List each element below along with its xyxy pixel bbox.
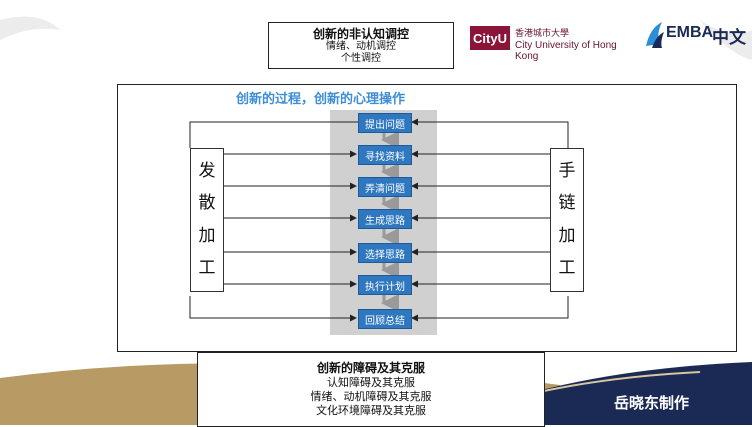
step-6: 执行计划	[358, 275, 412, 295]
left-top-connector	[189, 121, 358, 148]
emba-chinese: 中文	[712, 28, 746, 48]
top-box-title: 创新的非认知调控	[312, 26, 409, 41]
right-char-3: 加	[558, 225, 576, 246]
author-credit: 岳晓东制作	[614, 394, 690, 412]
cityu-chinese-name: 香港城市大學	[515, 29, 570, 39]
obstacles-box: 创新的障碍及其克服 认知障碍及其克服 情绪、动机障碍及其克服 文化环境障碍及其克…	[197, 352, 545, 427]
step-7: 回顾总结	[358, 309, 412, 329]
cityu-english-name: City University of Hong Kong	[515, 40, 617, 62]
top-concept-box: 创新的非认知调控 情绪、动机调控 个性调控	[268, 22, 454, 69]
bottom-box-title: 创新的障碍及其克服	[316, 361, 425, 375]
step-2: 寻找资料	[358, 145, 412, 165]
right-bottom-arrow	[411, 296, 569, 322]
bottom-box-line1: 认知障碍及其克服	[327, 376, 415, 389]
left-char-3: 加	[198, 225, 216, 246]
step-5: 选择思路	[358, 243, 412, 263]
top-box-line2: 个性调控	[341, 52, 381, 64]
divergent-processing-box: 发 散 加 工	[190, 148, 224, 292]
right-top-arrow	[411, 118, 569, 148]
bottom-box-line3: 文化环境障碍及其克服	[316, 404, 426, 417]
left-char-1: 发	[198, 160, 216, 181]
chain-processing-box: 手 链 加 工	[550, 148, 584, 292]
top-box-line1: 情绪、动机调控	[326, 40, 396, 52]
right-char-4: 工	[558, 258, 576, 279]
left-bottom-arrow	[189, 296, 357, 322]
right-char-2: 链	[558, 193, 576, 214]
cityu-logo: CityU 香港城市大學 City University of Hong Kon…	[470, 18, 630, 62]
swoosh-top-left	[0, 16, 60, 40]
right-char-1: 手	[558, 160, 576, 181]
emba-text: EMBA	[666, 24, 714, 41]
left-char-2: 散	[198, 193, 216, 214]
left-char-4: 工	[198, 258, 216, 279]
step-4: 生成思路	[358, 209, 412, 229]
bottom-box-line2: 情绪、动机障碍及其克服	[310, 390, 432, 403]
step-3: 弄清问题	[358, 177, 412, 197]
cityu-badge: CityU	[470, 26, 510, 50]
emba-logo: EMBA 中文	[642, 18, 747, 52]
swoosh-top-right	[700, 20, 752, 60]
process-title: 创新的过程，创新的心理操作	[236, 92, 406, 107]
emba-bird-icon	[646, 22, 664, 48]
step-1: 提出问题	[358, 113, 412, 133]
